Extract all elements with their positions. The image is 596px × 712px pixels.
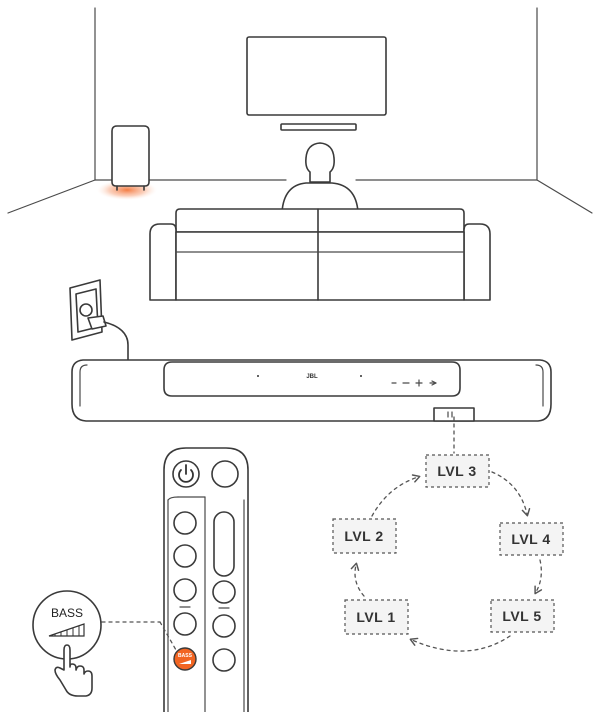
person xyxy=(281,142,359,213)
remote-button-right-2[interactable] xyxy=(212,614,236,638)
lvl-1-label: LVL 1 xyxy=(356,609,395,625)
remote-button-right-3[interactable] xyxy=(212,648,236,672)
level-cycle: LVL 3 LVL 2 LVL 4 LVL 1 LVL 5 xyxy=(332,416,564,652)
bass-ramp-icon xyxy=(48,623,85,637)
arrow-lvl3-to-lvl4 xyxy=(491,471,531,517)
power-button[interactable] xyxy=(172,460,200,488)
subwoofer xyxy=(97,125,157,200)
tv xyxy=(246,36,387,131)
arrow-lvl4-to-lvl5 xyxy=(534,559,543,595)
arrow-lvl5-to-lvl1 xyxy=(409,635,511,652)
sofa xyxy=(149,208,491,301)
bass-button-label: BASS xyxy=(178,653,193,659)
soundbar-display xyxy=(433,407,475,422)
lvl-4-box: LVL 4 xyxy=(499,522,564,556)
bass-callout: BASS xyxy=(32,590,177,697)
soundbar-dot-left xyxy=(257,375,259,377)
soundbar: JBL xyxy=(71,359,552,422)
lvl-2-label: LVL 2 xyxy=(344,528,383,544)
callout-bass-label: BASS xyxy=(51,606,83,620)
power-icon xyxy=(178,464,194,483)
lvl-2-box: LVL 2 xyxy=(332,518,397,554)
soundbar-dot-right xyxy=(360,375,362,377)
lvl-3-label: LVL 3 xyxy=(437,463,476,479)
arrow-lvl2-to-lvl3 xyxy=(371,474,421,517)
lvl-4-label: LVL 4 xyxy=(511,531,550,547)
lvl-3-box: LVL 3 xyxy=(425,454,490,488)
arrow-lvl1-to-lvl2 xyxy=(350,562,365,597)
remote-button-left-2[interactable] xyxy=(173,544,197,568)
remote-button-right-1[interactable] xyxy=(212,580,236,604)
remote-volume-rocker[interactable] xyxy=(213,511,235,577)
wall-outlet xyxy=(69,279,129,361)
lvl-5-box: LVL 5 xyxy=(490,599,555,633)
remote-top-right-button[interactable] xyxy=(211,460,239,488)
remote-button-left-1[interactable] xyxy=(173,511,197,535)
remote-control: BASS xyxy=(163,447,249,712)
bass-button[interactable]: BASS xyxy=(173,647,197,671)
remote-button-left-4[interactable] xyxy=(173,612,197,636)
soundbar-brand: JBL xyxy=(306,374,318,380)
remote-button-left-3[interactable] xyxy=(173,578,197,602)
pointing-hand-icon xyxy=(54,644,93,697)
lvl-1-box: LVL 1 xyxy=(344,599,409,635)
lvl-5-label: LVL 5 xyxy=(502,608,541,624)
